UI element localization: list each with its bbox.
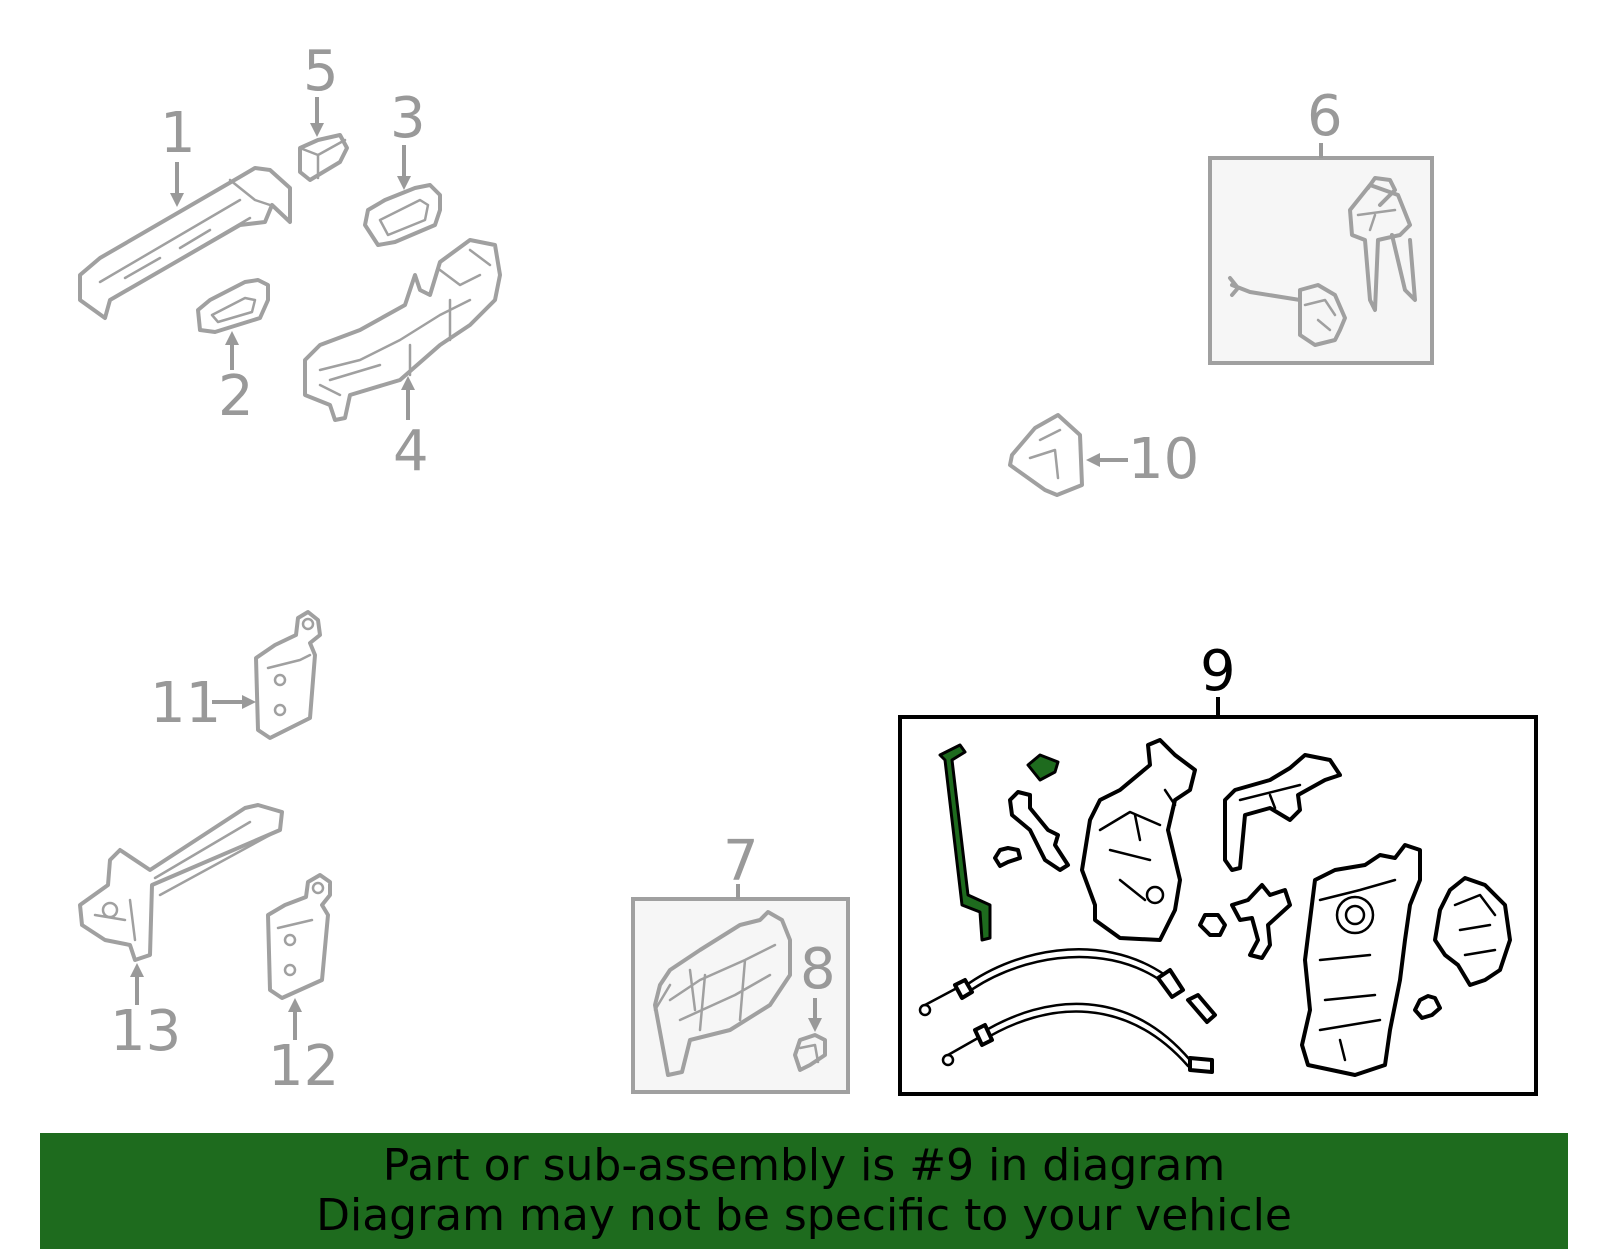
- callout-12: 12: [268, 1034, 339, 1099]
- arrow-10: [1086, 453, 1128, 467]
- arrow-12: [288, 998, 302, 1040]
- arrow-11: [212, 695, 256, 709]
- callout-10: 10: [1128, 427, 1199, 492]
- callout-6: 6: [1307, 84, 1343, 149]
- part-7-inside-handle[interactable]: [631, 884, 850, 1094]
- arrow-8: [808, 998, 822, 1032]
- callout-13: 13: [110, 999, 181, 1064]
- callout-2: 2: [218, 364, 254, 429]
- callout-5: 5: [303, 39, 339, 104]
- arrow-5: [310, 97, 324, 137]
- part-2-bezel[interactable]: [196, 278, 270, 334]
- callout-9: 9: [1200, 639, 1236, 704]
- callout-11: 11: [150, 671, 221, 736]
- part-13-door-check[interactable]: [78, 803, 284, 962]
- callout-7: 7: [723, 829, 759, 894]
- part-10-bracket[interactable]: [1008, 413, 1084, 497]
- rod-clip: [1026, 753, 1060, 782]
- banner-line-2: Diagram may not be specific to your vehi…: [316, 1190, 1292, 1241]
- arrow-4: [401, 376, 415, 420]
- part-6-lock-cylinder-keys[interactable]: [1208, 143, 1434, 365]
- part-1-outside-handle[interactable]: [78, 166, 292, 320]
- part-8-clip[interactable]: [793, 1033, 827, 1072]
- lock-rod: [938, 743, 992, 942]
- info-banner: Part or sub-assembly is #9 in diagram Di…: [40, 1133, 1568, 1249]
- part-5-small-cap[interactable]: [298, 133, 349, 182]
- part-3-cap[interactable]: [363, 183, 442, 247]
- callout-1: 1: [160, 101, 196, 166]
- part-12-lower-striker[interactable]: [266, 873, 332, 1000]
- callout-3: 3: [390, 86, 426, 151]
- callout-8: 8: [800, 937, 836, 1002]
- arrow-2: [225, 331, 239, 370]
- part-11-striker[interactable]: [254, 610, 322, 740]
- banner-line-1: Part or sub-assembly is #9 in diagram: [382, 1140, 1226, 1191]
- arrow-13: [130, 963, 144, 1005]
- arrow-1: [170, 162, 184, 207]
- callout-4: 4: [393, 419, 429, 484]
- part-9-lock-assembly[interactable]: [898, 697, 1538, 1096]
- part-4-frame[interactable]: [303, 238, 502, 422]
- arrow-3: [397, 145, 411, 190]
